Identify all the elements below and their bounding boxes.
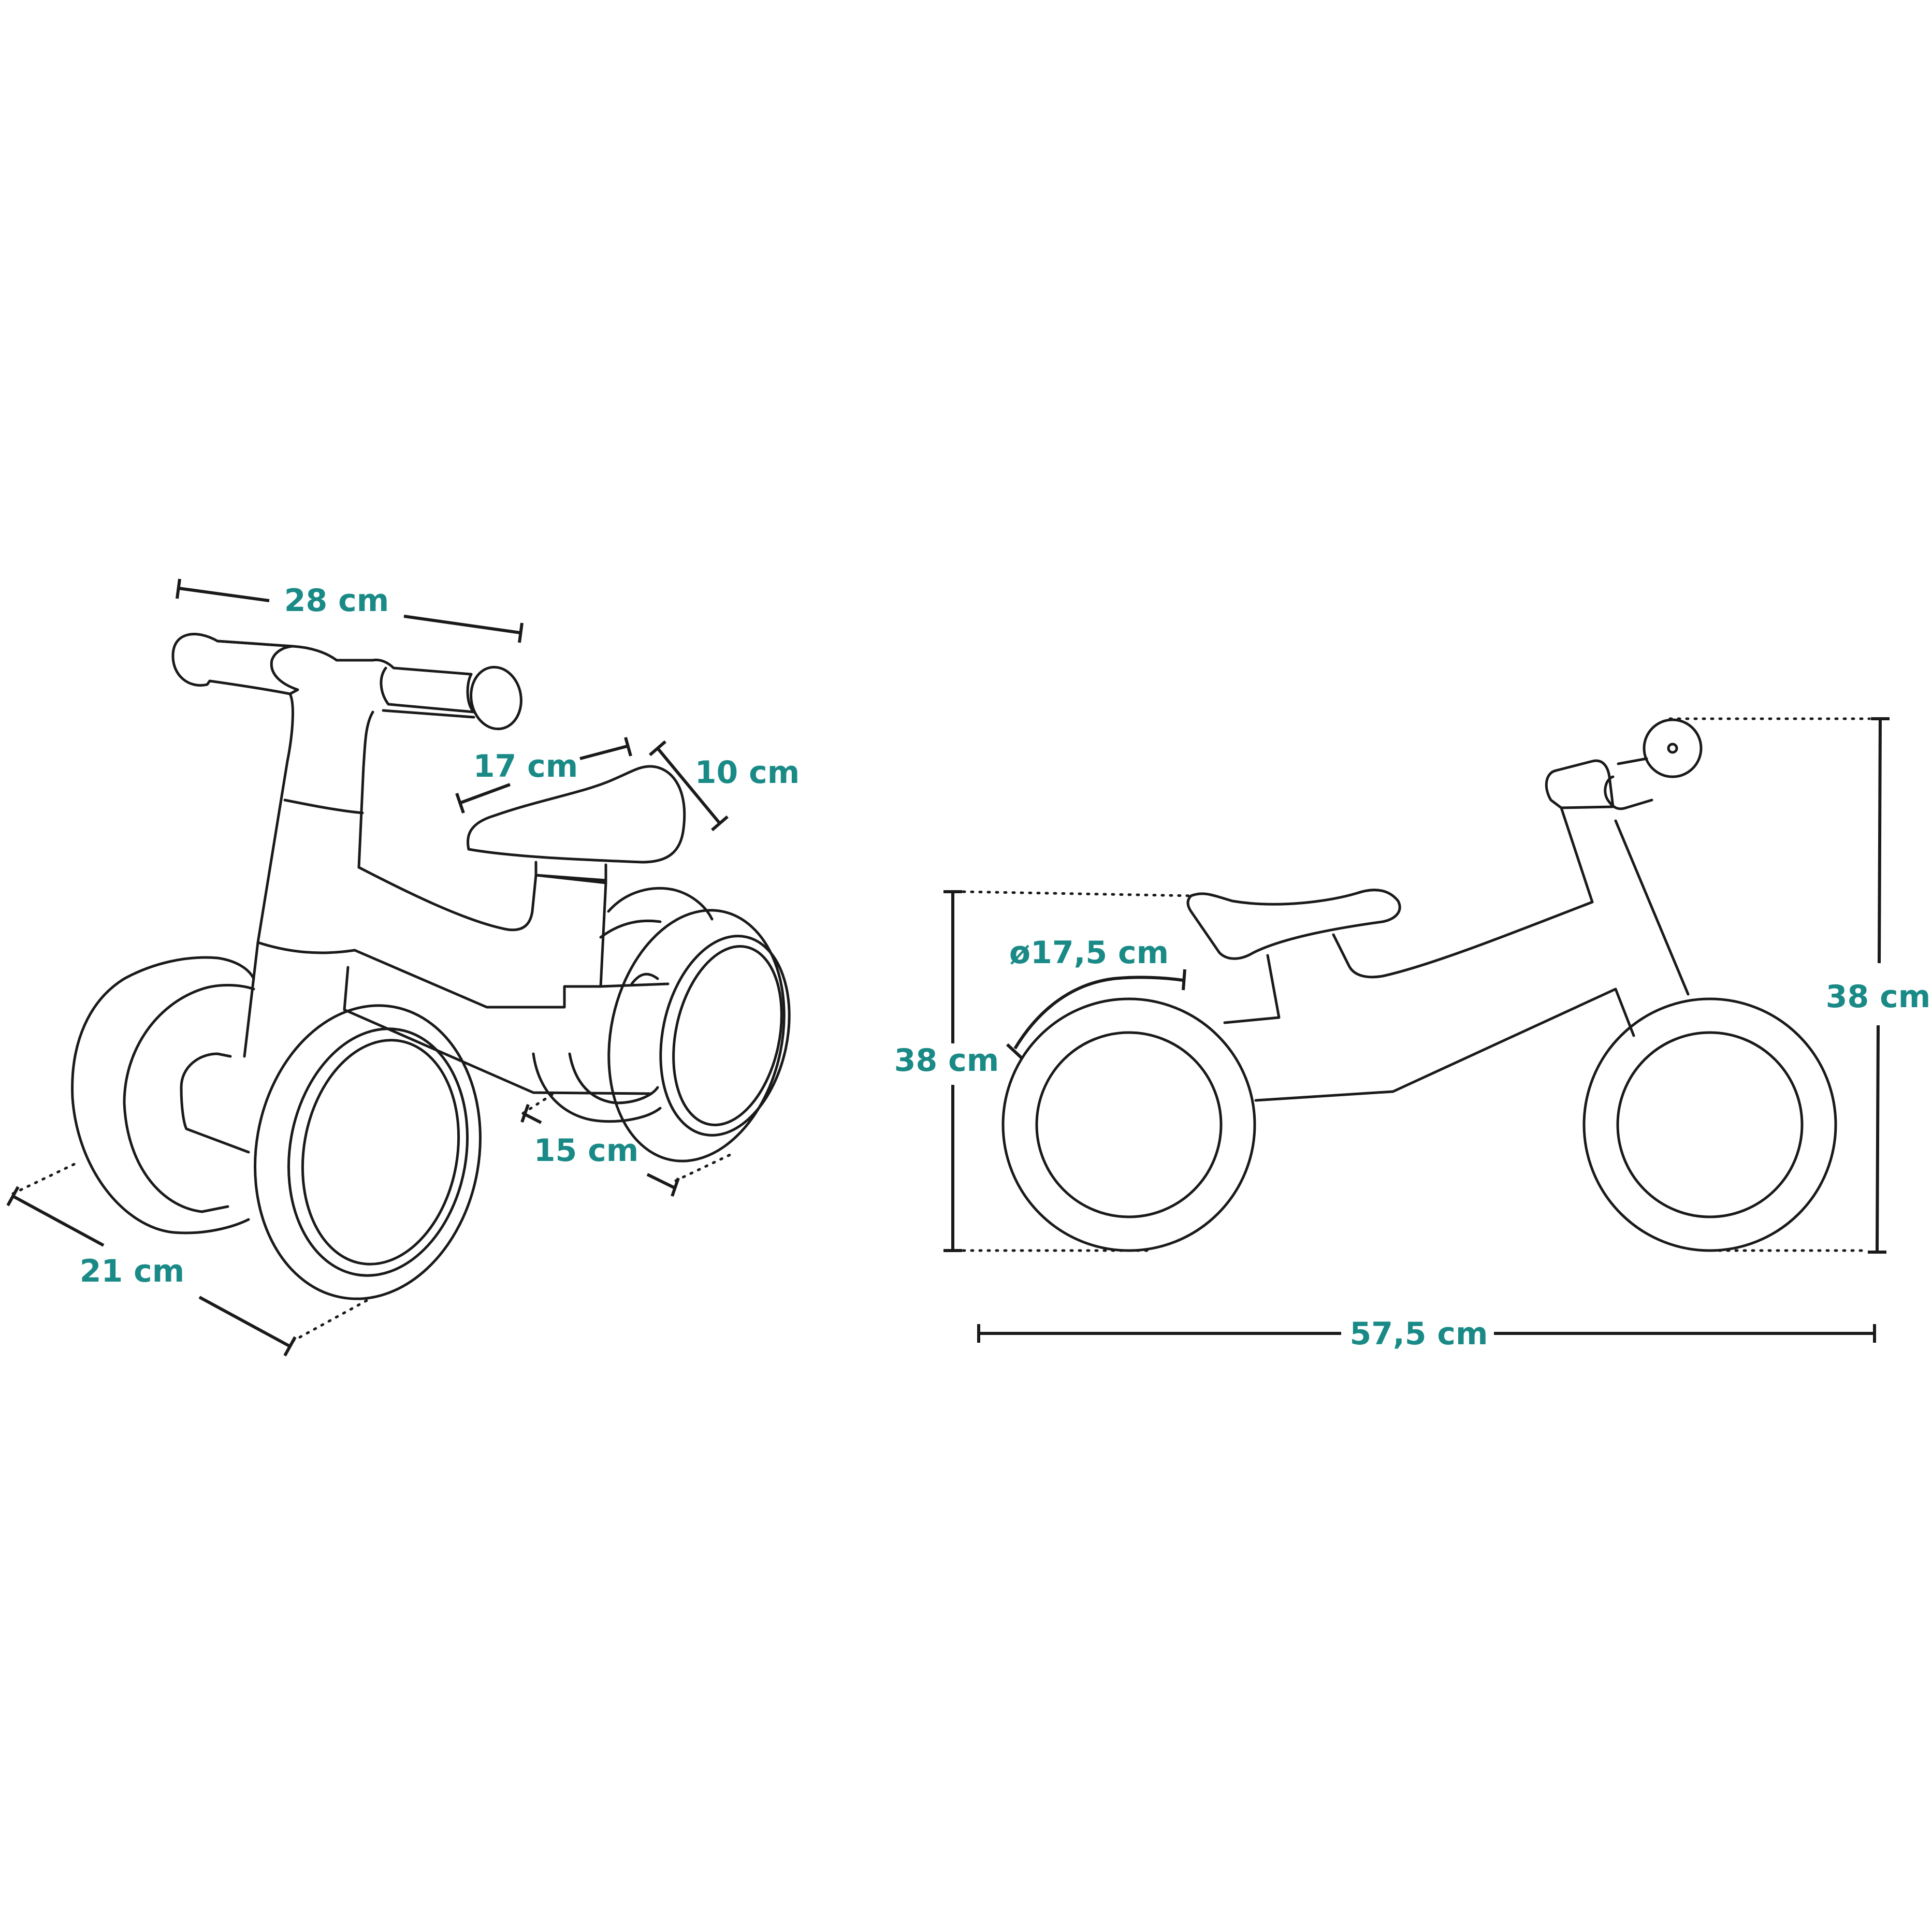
perspective-bike-drawing	[71, 633, 791, 1300]
label-total-length: 57,5 cm	[1349, 1316, 1488, 1352]
dimension-seat-height: 38 cm	[894, 890, 1195, 1252]
label-handlebar-width: 28 cm	[284, 583, 389, 619]
label-wheel-diameter: ø17,5 cm	[1009, 935, 1169, 971]
label-front-width: 21 cm	[80, 1253, 184, 1289]
side-view-bike-drawing	[1001, 718, 1837, 1252]
dimension-total-length: 57,5 cm	[977, 1316, 1876, 1352]
dimension-seat-width: 10 cm	[649, 740, 800, 832]
label-seat-height: 38 cm	[894, 1042, 999, 1079]
label-seat-length: 17 cm	[473, 748, 578, 785]
label-rear-wheel-span: 15 cm	[534, 1132, 638, 1169]
dimension-wheel-diameter: ø17,5 cm	[1006, 935, 1186, 1061]
dimension-handlebar-height: 38 cm	[1668, 717, 1930, 1254]
label-handlebar-height: 38 cm	[1826, 979, 1930, 1015]
dimension-front-width: 21 cm	[6, 1161, 374, 1357]
dimension-rear-wheel-span: 15 cm	[520, 1091, 732, 1197]
dimension-seat-length: 17 cm	[455, 737, 632, 814]
label-seat-width: 10 cm	[695, 754, 800, 791]
dimension-handlebar-width: 28 cm	[176, 578, 524, 643]
